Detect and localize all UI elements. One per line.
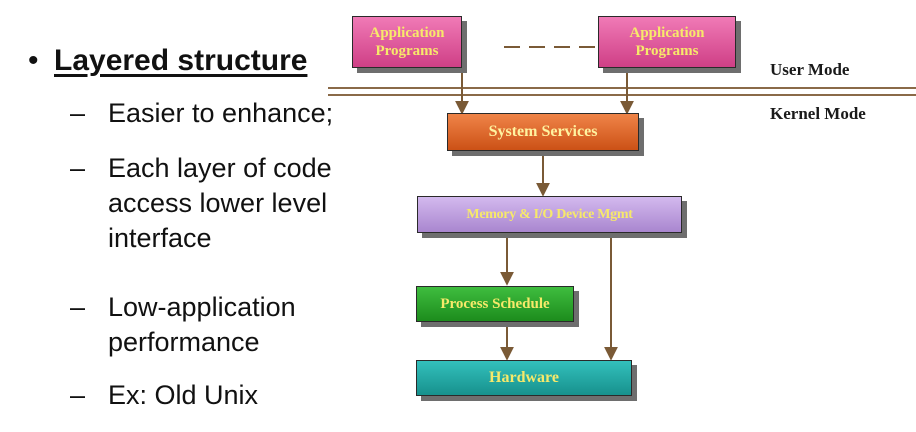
- sub-bullet-text: Each layer of code: [108, 153, 332, 183]
- sub-bullet-4: – Ex: Old Unix: [70, 378, 258, 413]
- sub-bullet-3: – Low-application performance: [70, 290, 296, 360]
- box-label: Programs: [375, 43, 439, 59]
- bullet-marker: •: [28, 44, 39, 77]
- box-label: Application: [369, 25, 445, 41]
- box-label: System Services: [488, 123, 598, 140]
- box-label: Application: [629, 25, 705, 41]
- box-label: Memory & I/O Device Mgmt: [466, 206, 633, 222]
- sub-bullet-text: performance: [108, 327, 260, 357]
- box-label: Programs: [635, 43, 699, 59]
- sub-bullet-text: Low-application: [108, 292, 296, 322]
- sub-bullet-text: Ex: Old Unix: [108, 380, 259, 410]
- box-label: Hardware: [489, 369, 559, 386]
- sub-bullet-1: – Easier to enhance;: [70, 96, 333, 131]
- system-services-box: System Services: [447, 113, 639, 151]
- sub-bullet-dash: –: [70, 292, 86, 322]
- sub-bullet-text: interface: [108, 223, 212, 253]
- sub-bullet-text: access lower level: [108, 188, 328, 218]
- sub-bullet-text: Easier to enhance;: [108, 98, 334, 128]
- process-schedule-box: Process Schedule: [416, 286, 574, 322]
- application-programs-right: Application Programs: [598, 16, 736, 68]
- application-programs-left: Application Programs: [352, 16, 462, 68]
- sub-bullet-2: – Each layer of code access lower level …: [70, 151, 332, 256]
- sub-bullet-dash: –: [70, 153, 86, 183]
- user-mode-label: User Mode: [770, 60, 850, 79]
- sub-bullet-dash: –: [70, 380, 86, 410]
- box-label: Process Schedule: [440, 295, 550, 312]
- bullet-title: Layered structure: [54, 44, 308, 77]
- memory-io-mgmt-box: Memory & I/O Device Mgmt: [417, 196, 682, 233]
- hardware-box: Hardware: [416, 360, 632, 396]
- main-bullet: • Layered structure: [28, 44, 307, 78]
- kernel-mode-label: Kernel Mode: [770, 104, 866, 123]
- sub-bullet-dash: –: [70, 98, 86, 128]
